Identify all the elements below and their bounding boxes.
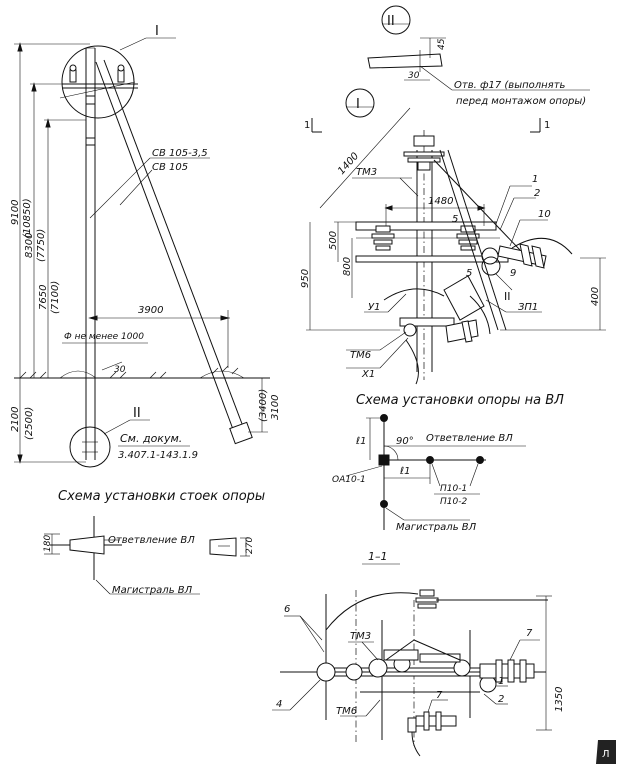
post-scheme-main-label: Магистраль ВЛ	[112, 585, 193, 596]
label-10-detail: 10	[538, 209, 551, 220]
dim-8300: 8300	[24, 233, 35, 258]
label-y1: У1	[368, 302, 380, 313]
line-scheme-l1-horizontal: ℓ1	[400, 466, 411, 477]
detail-marker-I-right: I	[356, 97, 360, 112]
dim-1350: 1350	[554, 687, 565, 712]
line-scheme-support-code-2: П10-2	[440, 497, 467, 507]
dim-950: 950	[300, 269, 311, 288]
dim-10850: (10850)	[22, 198, 33, 238]
dim-30-left: 30	[114, 365, 126, 375]
label-post-type-1: СВ 105-3,5	[152, 148, 208, 159]
dim-45-detail-II: 45	[437, 38, 447, 50]
post-installation-scheme: Схема установки стоек опоры 180 Ответвле…	[43, 489, 265, 596]
line-scheme-support-code: ОА10-1	[332, 475, 366, 485]
line-scheme-title: Схема установки опоры на ВЛ	[356, 393, 564, 408]
detail-marker-II-bottom: II	[133, 406, 141, 421]
label-1-detail: 1	[532, 174, 538, 185]
dim-7100: (7100)	[50, 281, 61, 314]
line-scheme-angle: 90°	[396, 436, 414, 447]
dim-7750: (7750)	[36, 229, 47, 262]
line-scheme-main-label: Магистраль ВЛ	[396, 522, 477, 533]
section-label-tm3: ТМ3	[350, 631, 371, 642]
dim-2500: (2500)	[24, 407, 35, 440]
section-label-7b: 7	[436, 690, 443, 701]
section-marker-right: 1	[544, 120, 550, 131]
label-doc-ref-2: 3.407.1-143.1.9	[118, 450, 198, 461]
detail-marker-I-circle	[345, 88, 375, 118]
dim-2100: 2100	[10, 407, 21, 432]
watermark-text: Л	[602, 749, 610, 760]
detail-II-note-2: перед монтажом опоры)	[456, 96, 586, 107]
dim-3100: 3100	[270, 395, 281, 420]
line-installation-scheme: Схема установки опоры на ВЛ 90° ℓ1 ℓ1 От…	[332, 393, 564, 533]
post-scheme-dim-270: 270	[245, 537, 255, 554]
section-label-tm6: ТМ6	[336, 706, 357, 717]
label-2-detail: 2	[534, 188, 540, 199]
line-scheme-support-code-1: П10-1	[440, 484, 467, 494]
detail-marker-II-circle	[381, 5, 411, 35]
dim-1480: 1480	[428, 196, 453, 207]
dim-30-detail-II: 30	[408, 71, 420, 81]
label-5b-detail: 5	[466, 268, 472, 279]
detail-circle-II-bottom	[69, 426, 111, 468]
detail-I-crossarm: I 1 1	[300, 88, 606, 385]
label-min-distance: Ф не менее 1000	[64, 332, 144, 342]
detail-marker-I-top: I	[155, 24, 159, 39]
label-x1: Х1	[361, 369, 375, 380]
dim-400: 400	[590, 287, 601, 306]
section-marker-left: 1	[304, 120, 310, 131]
post-scheme-title: Схема установки стоек опоры	[58, 489, 265, 504]
detail-circle-II-right	[481, 256, 501, 276]
dim-500: 500	[328, 231, 339, 250]
dim-9100: 9100	[10, 200, 21, 225]
post-scheme-dim-180: 180	[43, 535, 53, 552]
line-scheme-branch-label: Ответвление ВЛ	[426, 433, 513, 444]
dim-800: 800	[342, 257, 353, 276]
line-scheme-l1-vertical: ℓ1	[356, 436, 367, 447]
corner-watermark: Л	[596, 740, 616, 764]
label-5a-detail: 5	[452, 214, 458, 225]
section-1-1-title: 1–1	[368, 550, 388, 563]
left-view-pole-assembly: I II	[10, 24, 281, 468]
label-tm3-detail: ТМ3	[356, 167, 377, 178]
detail-II-hole: II 45 30 Отв. ф17 (выполнять перед монта…	[367, 5, 590, 107]
label-post-type-2: СВ 105	[152, 162, 188, 173]
dim-7650: 7650	[38, 285, 49, 310]
section-label-2: 2	[498, 694, 504, 705]
detail-marker-II-top: II	[387, 14, 395, 29]
detail-marker-II-right: II	[504, 290, 511, 303]
section-label-1: 1	[498, 676, 504, 687]
section-label-6: 6	[284, 604, 290, 615]
label-zp1: ЗП1	[518, 302, 538, 313]
dim-3900: 3900	[138, 305, 163, 316]
label-doc-ref-1: См. докум.	[120, 432, 182, 445]
section-1-1: 1–1	[272, 550, 565, 757]
section-label-4: 4	[276, 699, 282, 710]
section-label-7a: 7	[526, 628, 533, 639]
label-tm6-detail: ТМ6	[350, 350, 371, 361]
label-9-detail: 9	[510, 268, 516, 279]
detail-II-note-1: Отв. ф17 (выполнять	[454, 80, 566, 91]
dim-3400: (3400)	[258, 389, 269, 422]
post-scheme-branch-label: Ответвление ВЛ	[108, 535, 195, 546]
